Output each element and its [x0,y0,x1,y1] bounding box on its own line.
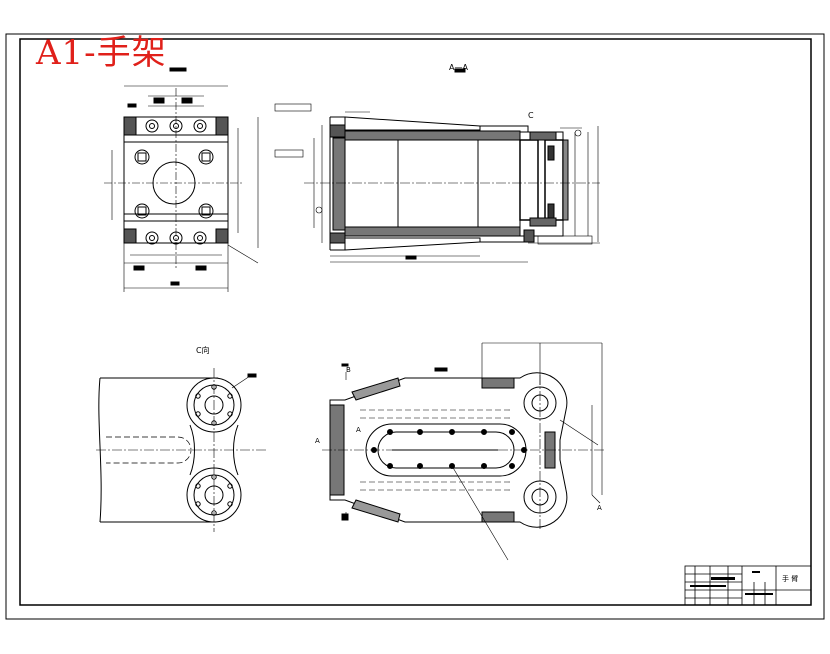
section-aa-view [274,68,600,263]
part-name: 手 臂 [782,574,798,583]
section-aa-label: A—A [449,63,468,72]
title-block [684,565,812,606]
drawing-title-tag: A1-手架 [36,33,167,73]
view-c [96,368,268,532]
end-view [104,67,259,292]
detail-c-label: C [528,111,534,120]
marker-a-inner: A [356,426,361,434]
marker-a-right: A [597,504,602,512]
inner-border [19,38,812,606]
marker-b-top: B [346,366,351,374]
marker-a-left: A [315,437,320,445]
plan-view [322,342,605,561]
outer-border [5,33,825,620]
view-c-label: C向 [196,345,210,355]
